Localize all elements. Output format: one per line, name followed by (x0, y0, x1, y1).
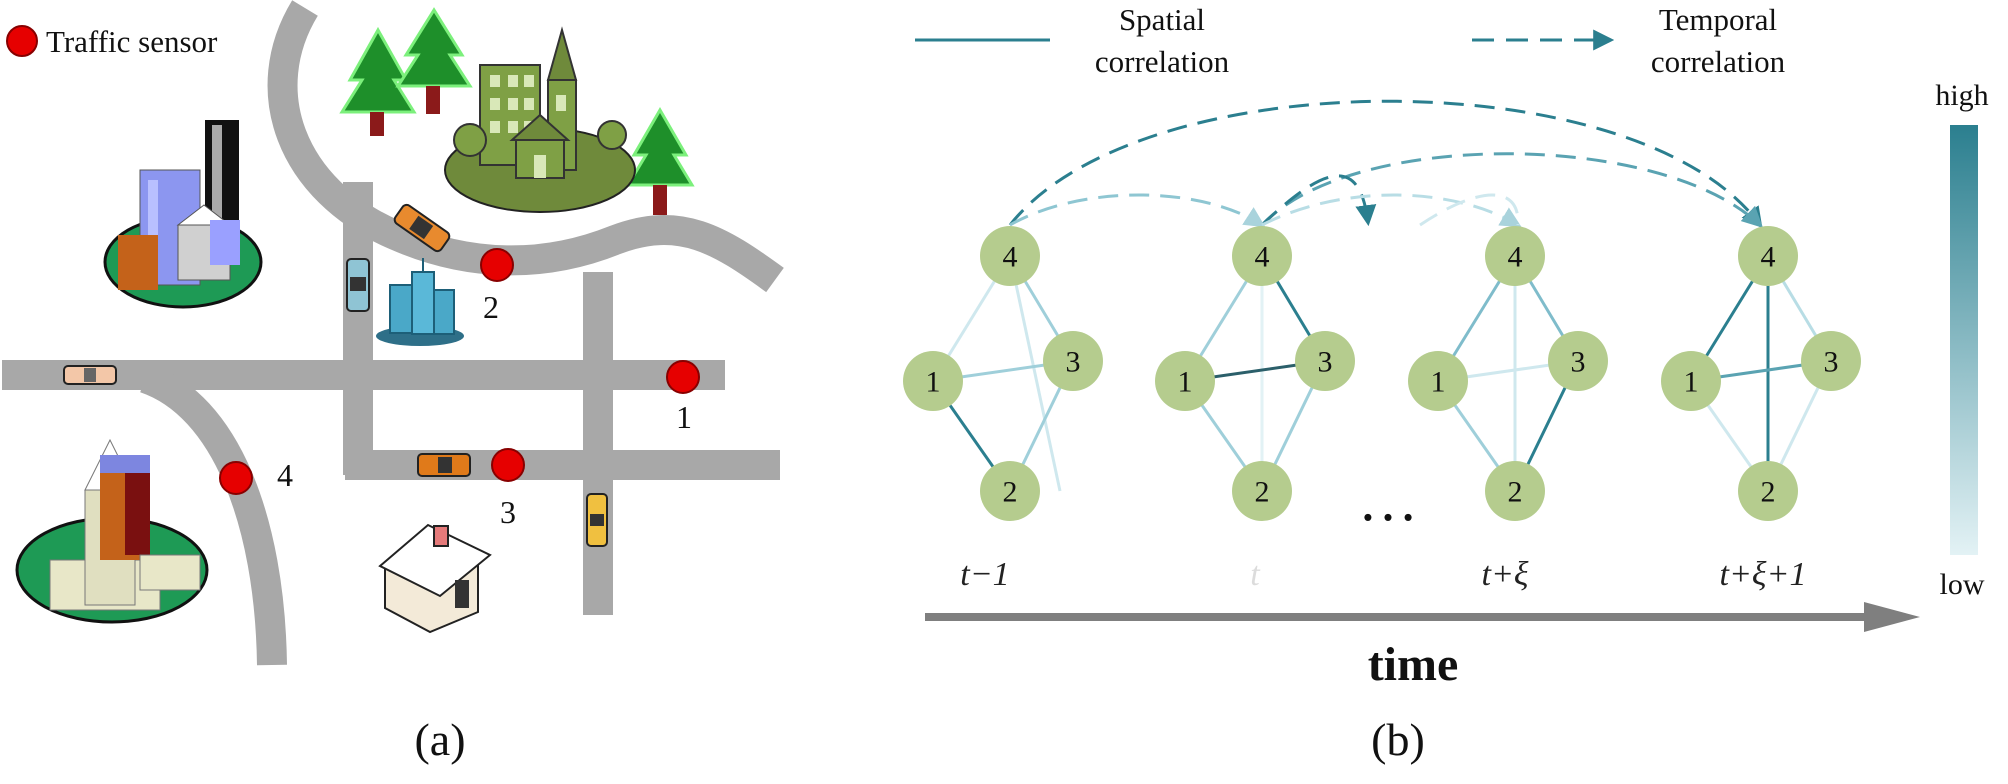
node-label-2-t-plus-xi-plus-1: 2 (1761, 476, 1776, 509)
sensor-1-marker (666, 360, 700, 394)
node-label-1-t-minus-1: 1 (926, 366, 941, 399)
node-4-t-plus-xi (1485, 226, 1545, 286)
time-axis-arrowhead (1864, 602, 1920, 632)
car-icon (346, 258, 370, 312)
colorbar-high-label: high (1935, 79, 1988, 112)
node-3-t-plus-xi-plus-1 (1801, 331, 1861, 391)
node-2-t-minus-1 (980, 461, 1040, 521)
panel-a-map: 1 2 3 4 Traffic sensor (a) (2, 0, 784, 765)
sensor-4-label: 4 (277, 457, 293, 493)
sensor-group: 1 2 3 4 (219, 248, 700, 530)
colorbar-gradient (1950, 125, 1978, 555)
node-label-2-t: 2 (1255, 476, 1270, 509)
node-1-t (1155, 351, 1215, 411)
node-4-t-minus-1 (980, 226, 1040, 286)
car-icon (393, 203, 451, 253)
temporal-arc (1008, 99, 1763, 229)
temporal-legend-line2: correlation (1651, 44, 1786, 79)
sensor-legend-marker (6, 25, 38, 57)
city-icon (103, 120, 263, 309)
sensor-legend-label: Traffic sensor (46, 24, 218, 59)
node-group: 1 2 3 4 1 2 3 4 1 2 3 4 1 2 3 4 (903, 226, 1861, 521)
node-3-t-minus-1 (1043, 331, 1103, 391)
colorbar-low-label: low (1940, 568, 1985, 601)
temporal-legend: Temporal correlation (1472, 2, 1786, 79)
car-group (63, 203, 608, 547)
tree-group (339, 7, 695, 215)
node-label-4-t: 4 (1255, 241, 1270, 274)
ellipsis: … (1358, 467, 1418, 533)
node-label-3-t: 3 (1318, 346, 1333, 379)
spatial-legend-line2: correlation (1095, 44, 1230, 79)
node-label-2-t-minus-1: 2 (1003, 476, 1018, 509)
node-1-t-plus-xi (1408, 351, 1468, 411)
node-4-t-plus-xi-plus-1 (1738, 226, 1798, 286)
node-label-2-t-plus-xi: 2 (1508, 476, 1523, 509)
sensor-3-marker (491, 448, 525, 482)
node-3-t (1295, 331, 1355, 391)
node-3-t-plus-xi (1548, 331, 1608, 391)
temporal-arcs (1008, 99, 1764, 229)
spatial-legend-line1: Spatial (1119, 2, 1205, 37)
town-icon (444, 26, 636, 213)
sensor-legend: Traffic sensor (6, 24, 218, 59)
panel-b-caption: (b) (1371, 714, 1425, 765)
panel-b-graphs: Spatial correlation Temporal correlation (903, 2, 1989, 765)
node-4-t (1232, 226, 1292, 286)
sensor-4-marker (219, 461, 253, 495)
temporal-arc (1260, 174, 1377, 227)
node-label-3-t-plus-xi: 3 (1571, 346, 1586, 379)
car-icon (63, 365, 117, 385)
tree-icon (625, 107, 695, 215)
road-curved-top (267, 0, 784, 293)
node-label-4-t-plus-xi-plus-1: 4 (1761, 241, 1776, 274)
sensor-2-marker (480, 248, 514, 282)
time-label-t-plus-xi: t+ξ (1482, 556, 1529, 593)
node-label-1-t-plus-xi: 1 (1431, 366, 1446, 399)
colorbar: high low (1935, 79, 1988, 601)
church-icon (15, 438, 209, 624)
node-2-t (1232, 461, 1292, 521)
sensor-3-label: 3 (500, 494, 516, 530)
road-curved-left (139, 363, 287, 666)
node-label-1-t: 1 (1178, 366, 1193, 399)
office-building-icon (376, 258, 464, 346)
tree-icon (395, 7, 473, 114)
panel-a-caption: (a) (414, 714, 465, 765)
node-label-1-t-plus-xi-plus-1: 1 (1684, 366, 1699, 399)
sensor-2-label: 2 (483, 289, 499, 325)
house-icon (378, 523, 492, 634)
node-2-t-plus-xi-plus-1 (1738, 461, 1798, 521)
node-label-4-t-minus-1: 4 (1003, 241, 1018, 274)
node-2-t-plus-xi (1485, 461, 1545, 521)
time-label-t-minus-1: t−1 (960, 556, 1009, 593)
car-icon (586, 493, 608, 547)
spatial-legend: Spatial correlation (915, 2, 1230, 79)
temporal-arc (1261, 193, 1522, 228)
node-label-3-t-minus-1: 3 (1066, 346, 1081, 379)
car-icon (417, 453, 471, 477)
temporal-arc (1419, 193, 1520, 227)
time-label-t: t (1250, 556, 1261, 593)
node-1-t-plus-xi-plus-1 (1661, 351, 1721, 411)
node-label-4-t-plus-xi: 4 (1508, 241, 1523, 274)
sensor-1-label: 1 (676, 399, 692, 435)
time-label-t-plus-xi-plus-1: t+ξ+1 (1720, 556, 1807, 593)
node-label-3-t-plus-xi-plus-1: 3 (1824, 346, 1839, 379)
temporal-arc (1009, 193, 1266, 228)
node-1-t-minus-1 (903, 351, 963, 411)
temporal-arc (1260, 152, 1764, 228)
time-axis-title: time (1368, 638, 1459, 691)
temporal-legend-line1: Temporal (1659, 2, 1777, 37)
